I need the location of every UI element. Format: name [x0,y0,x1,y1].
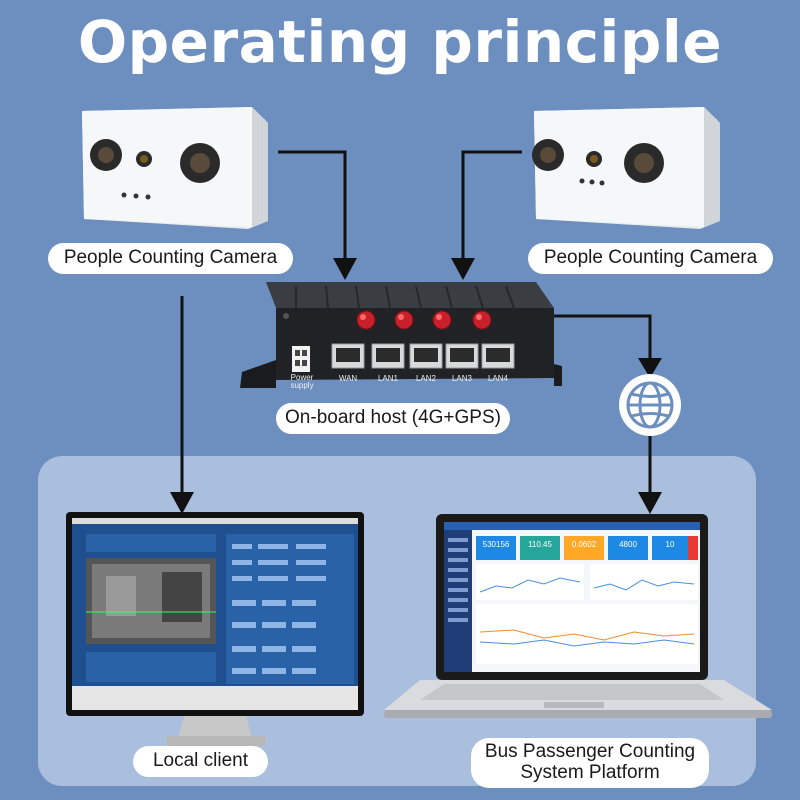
local-client-monitor [66,512,366,748]
platform-stat: 10 [665,540,675,549]
arrowhead-icon [638,358,662,378]
platform-stat: 4800 [619,540,637,549]
page-title: Operating principle [77,8,723,76]
platform-label-line-2: System Platform [520,761,660,783]
arrowhead-icon [170,492,194,514]
arrowhead-icon [638,492,662,514]
lan4-port-label: LAN4 [487,374,508,383]
people-counting-camera-right [532,107,720,229]
arrow-host-to-internet [552,314,652,362]
lan1-port-label: LAN1 [377,374,398,383]
arrowhead-icon [451,258,475,280]
host-label: On-board host (4G+GPS) [276,403,510,434]
platform-label-line-1: Bus Passenger Counting [484,741,696,762]
platform-stat: 0.0602 [571,540,597,549]
platform-laptop: 530156 110.45 0.0602 4800 10 [384,514,774,722]
lan3-port-label: LAN3 [451,374,472,383]
platform-label: Bus Passenger Counting System Platform [471,738,709,788]
power-port-label-2: supply [290,381,314,390]
people-counting-camera-left [82,107,268,229]
arrowhead-icon [333,258,357,280]
camera-left-label: People Counting Camera [48,243,293,274]
platform-stat: 530156 [482,540,510,549]
camera-right-label: People Counting Camera [528,243,773,274]
arrow-camera-right-to-host [461,150,522,258]
globe-icon [619,374,681,436]
power-port-label: Power [290,373,314,382]
local-client-label: Local client [133,746,268,777]
on-board-host: Power supply WAN LAN1 LAN2 LAN3 LAN4 [236,268,566,396]
arrow-camera-left-to-host [278,150,347,258]
wan-port-label: WAN [338,374,358,383]
lan2-port-label: LAN2 [415,374,436,383]
platform-stat: 110.45 [528,540,552,549]
